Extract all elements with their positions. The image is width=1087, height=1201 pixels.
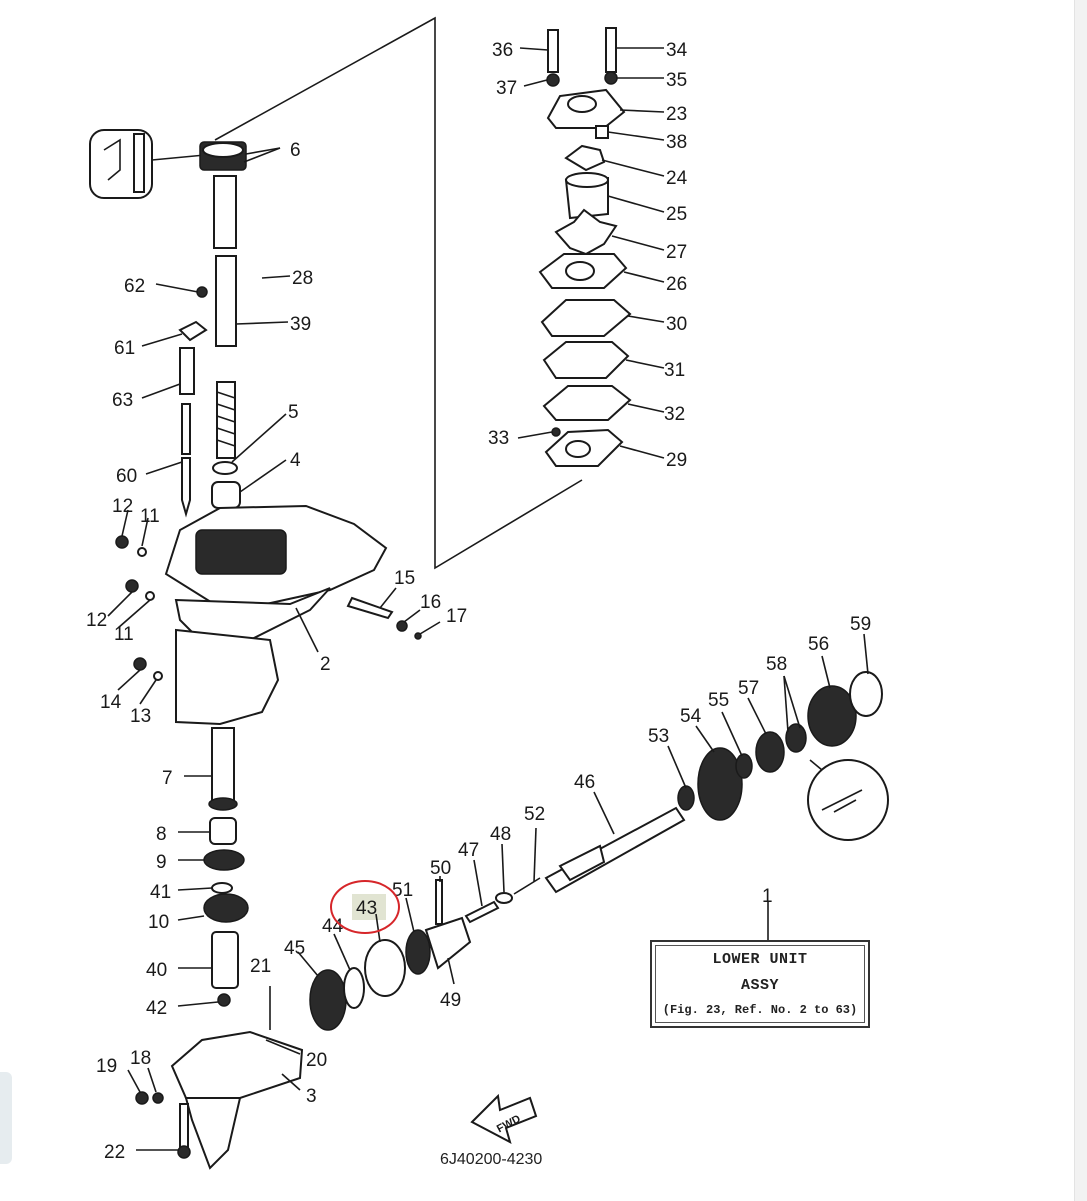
callout-14: 14 [100,692,122,713]
callout-2: 2 [320,654,331,675]
callout-21: 21 [250,956,271,977]
callout-18: 18 [130,1048,151,1069]
callout-46: 46 [574,772,595,793]
callout-31: 31 [664,360,685,381]
right-scrollbar-track[interactable] [1074,0,1087,1201]
callout-24: 24 [666,168,688,189]
callout-63: 63 [112,390,133,411]
lower-unit-assy-inner: LOWER UNIT ASSY (Fig. 23, Ref. No. 2 to … [655,945,865,1023]
callout-16: 16 [420,592,441,613]
callout-55: 55 [708,690,729,711]
callout-1: 1 [762,886,773,907]
callout-34: 34 [666,40,688,61]
callout-43-red-circle [330,880,400,934]
callout-25: 25 [666,204,687,225]
callout-4: 4 [290,450,301,471]
callout-23: 23 [666,104,687,125]
callout-26: 26 [666,274,687,295]
callout-62: 62 [124,276,145,297]
callout-61: 61 [114,338,135,359]
callout-35: 35 [666,70,687,91]
callout-54: 54 [680,706,702,727]
callout-58: 58 [766,654,787,675]
callout-13: 13 [130,706,151,727]
callout-60: 60 [116,466,137,487]
callout-49: 49 [440,990,461,1011]
callout-20: 20 [306,1050,327,1071]
callout-27: 27 [666,242,687,263]
callout-19: 19 [96,1056,117,1077]
callout-3: 3 [306,1086,317,1107]
callout-42: 42 [146,998,167,1019]
callout-12-bottom: 12 [86,610,107,631]
callout-6: 6 [290,140,301,161]
callout-7: 7 [162,768,173,789]
callout-22: 22 [104,1142,125,1163]
callout-53: 53 [648,726,669,747]
callout-41: 41 [150,882,171,903]
callout-56: 56 [808,634,829,655]
callout-36: 36 [492,40,513,61]
callout-57: 57 [738,678,759,699]
callout-45: 45 [284,938,305,959]
callout-38: 38 [666,132,687,153]
callout-10: 10 [148,912,169,933]
callout-37: 37 [496,78,517,99]
callout-11-bottom: 11 [114,624,134,645]
lower-unit-assy-box: LOWER UNIT ASSY (Fig. 23, Ref. No. 2 to … [650,940,870,1028]
callout-11-top: 11 [140,506,160,527]
assy-subtitle: ASSY [740,976,779,994]
callout-8: 8 [156,824,167,845]
callout-12-top: 12 [112,496,133,517]
callout-15: 15 [394,568,415,589]
callout-40: 40 [146,960,167,981]
callout-47: 47 [458,840,479,861]
left-edge-handle[interactable] [0,1072,12,1164]
callout-30: 30 [666,314,687,335]
callout-32: 32 [664,404,685,425]
callout-48: 48 [490,824,511,845]
callout-59: 59 [850,614,871,635]
callout-5: 5 [288,402,299,423]
callout-17: 17 [446,606,467,627]
callout-33: 33 [488,428,509,449]
assy-title: LOWER UNIT [712,950,808,968]
assy-reference: (Fig. 23, Ref. No. 2 to 63) [662,1003,858,1018]
callout-9: 9 [156,852,167,873]
callout-50: 50 [430,858,451,879]
callout-52: 52 [524,804,545,825]
callout-39: 39 [290,314,311,335]
callout-28: 28 [292,268,313,289]
callout-29: 29 [666,450,687,471]
drawing-code: 6J40200-4230 [440,1151,543,1168]
